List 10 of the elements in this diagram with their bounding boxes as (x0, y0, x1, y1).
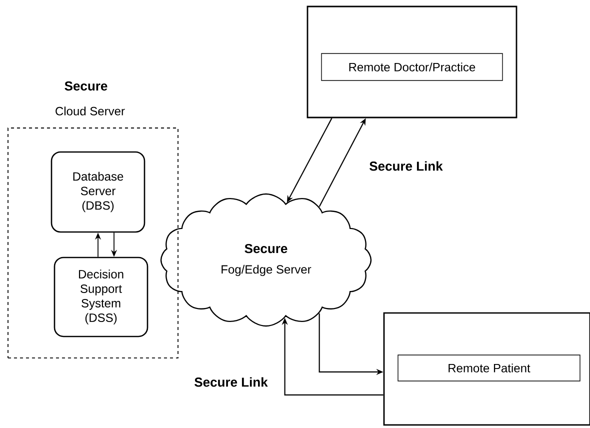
outer-box (306, 6, 518, 118)
label-box: Remote Doctor/Practice (321, 53, 503, 81)
label-box: Remote Patient (398, 354, 580, 382)
node-label: Secure (64, 81, 108, 91)
link-label: Secure Link (370, 161, 443, 171)
rounded-box: Database Server (DBS) (50, 151, 146, 233)
rounded-box: Decision Support System (DSS) (54, 256, 148, 338)
node-label: Cloud Server (56, 106, 125, 116)
link-label: Secure Link (194, 377, 268, 387)
outer-box (383, 312, 590, 426)
